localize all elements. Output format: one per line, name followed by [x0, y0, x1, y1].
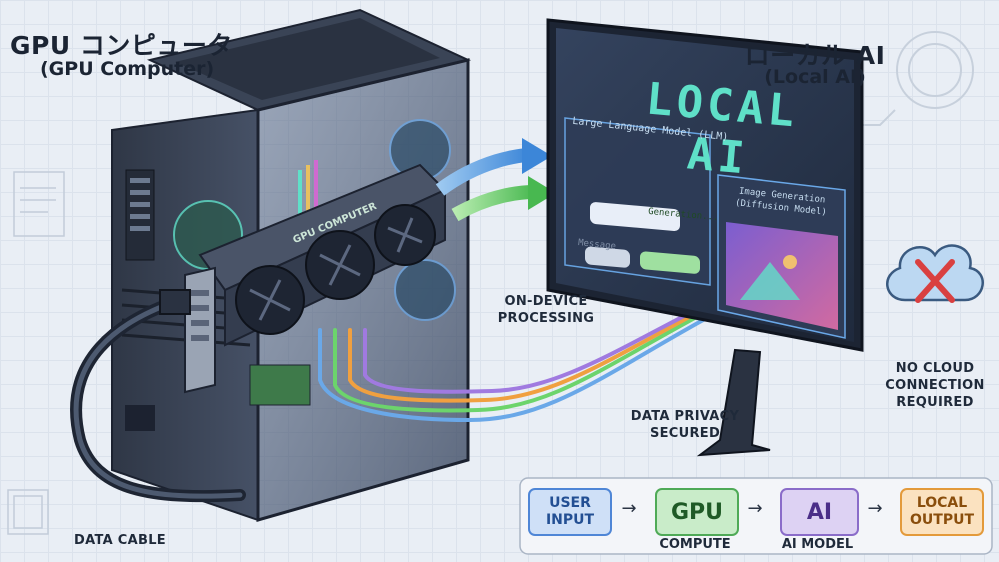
no-cloud-label: NO CLOUD CONNECTION REQUIRED: [885, 361, 985, 410]
flow-panel: [519, 477, 993, 555]
privacy-label: DATA PRIVACY SECURED: [630, 409, 740, 441]
on-device-label: ON-DEVICE PROCESSING: [497, 294, 595, 326]
flow-step-gpu: GPU: [655, 488, 739, 536]
gpu-computer-title-en: (GPU Computer): [40, 58, 215, 80]
local-ai-title-jp: ローカル AI: [744, 41, 886, 70]
flow-arrow-icon: →: [867, 498, 883, 519]
gpu-computer-title-jp: GPU コンピュータ: [10, 31, 233, 60]
flow-step-ai: AI: [780, 488, 859, 536]
decorative-rings: [860, 31, 974, 126]
flow-arrow-icon: →: [621, 498, 637, 519]
data-cable-label: DATA CABLE: [74, 533, 166, 548]
local-ai-title-en: (Local AI): [764, 66, 866, 88]
flow-caption-ai: AI MODEL: [781, 537, 854, 552]
transfer-arrows: [435, 138, 556, 222]
decorative-sketch-left: [7, 171, 65, 535]
data-streams: [318, 263, 792, 423]
no-cloud-icon: [886, 244, 984, 303]
monitor: [546, 18, 864, 457]
flow-arrow-icon: →: [747, 498, 763, 519]
data-cable: [70, 289, 246, 503]
flow-step-local-output: LOCAL OUTPUT: [900, 488, 984, 536]
flow-caption-gpu: COMPUTE: [659, 537, 731, 552]
gpu-card: [184, 163, 447, 394]
flow-step-user-input: USER INPUT: [528, 488, 612, 536]
